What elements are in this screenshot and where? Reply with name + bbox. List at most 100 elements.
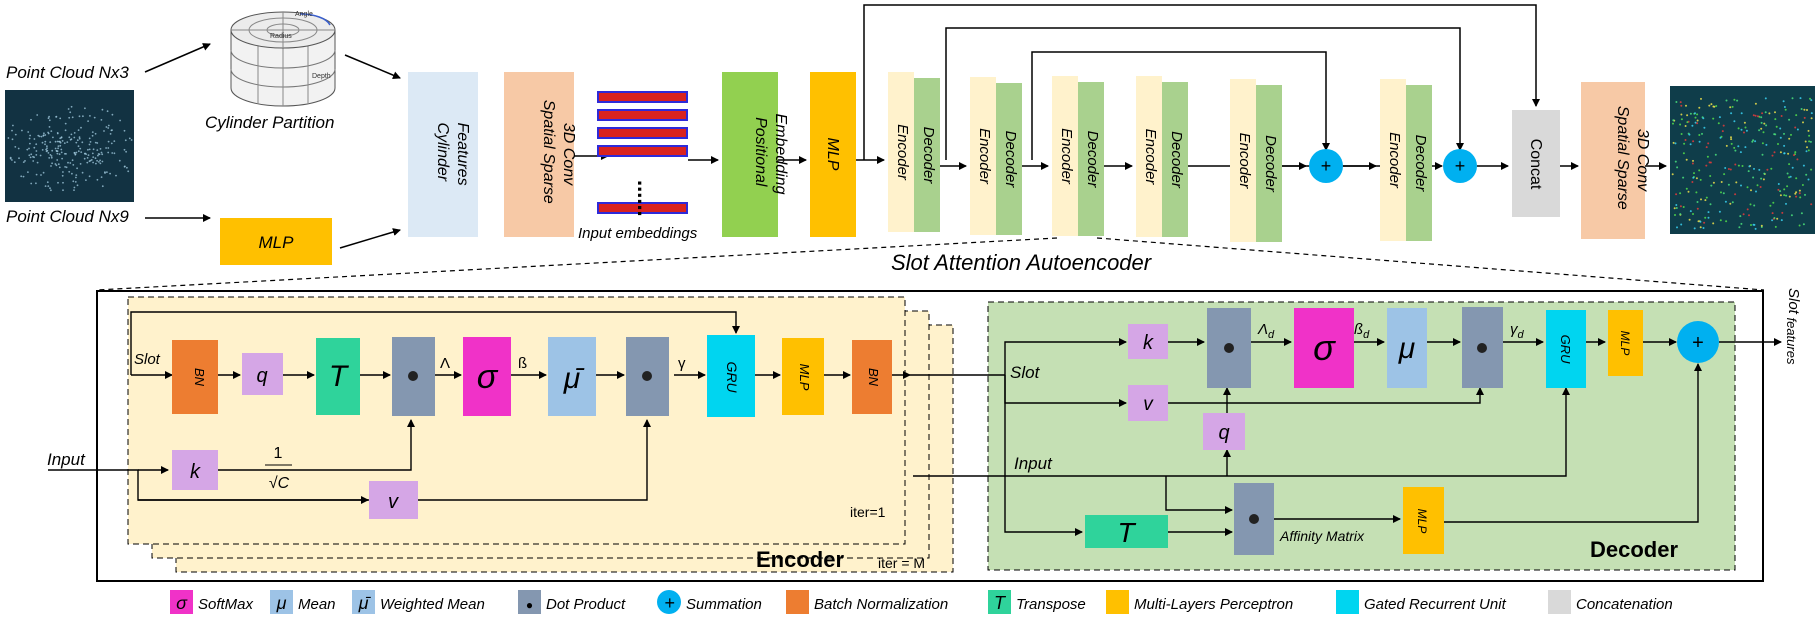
legend-swatch: [988, 590, 1011, 614]
decoder-block: [1162, 82, 1188, 237]
svg-text:k: k: [190, 461, 201, 483]
detail-frame: [96, 290, 1764, 582]
decoder-block: [1078, 82, 1104, 236]
enc-softmax: [463, 337, 511, 416]
dec-mlp-1: [1608, 310, 1643, 376]
iter-1-label: iter=1: [850, 504, 886, 520]
encoder-block: [1380, 79, 1406, 241]
svg-text:σ: σ: [477, 358, 499, 396]
legend-swatch: [270, 590, 293, 614]
sparse-conv-label: Spatial Sparse 3D Conv: [540, 100, 577, 209]
enc-query: [242, 353, 283, 395]
svg-text:μ̄: μ̄: [563, 362, 585, 395]
dec-softmax: [1294, 308, 1354, 388]
dec-mlp-2: [1403, 487, 1444, 554]
dec-beta: ßd: [1354, 321, 1370, 341]
decoder-block: [996, 83, 1022, 235]
sparse-conv-out-label: Spatial Sparse 3D Conv: [1614, 106, 1651, 215]
svg-text:+: +: [1692, 332, 1704, 354]
legend-label: Transpose: [1016, 596, 1086, 613]
dec-gamma: γd: [1510, 321, 1525, 341]
legend-symbol: T: [994, 593, 1007, 613]
svg-text:+: +: [1321, 156, 1332, 176]
sparse-conv-out-block: [1581, 82, 1645, 239]
decoder-title: Decoder: [1590, 537, 1678, 562]
decoder-block: [1406, 85, 1432, 241]
enc-gru: [707, 335, 755, 417]
point-cloud-nx3-label: Point Cloud Nx3: [6, 63, 129, 82]
svg-text:Depth: Depth: [312, 73, 331, 80]
legend-label: Batch Normalization: [814, 596, 948, 613]
concat-label: Concat: [1527, 139, 1544, 190]
enc-weighted-mean: [548, 337, 596, 416]
point-cloud-scatter: [7, 105, 133, 192]
encoder-block: [888, 72, 914, 232]
svg-text:BN: BN: [866, 368, 881, 387]
legend-swatch: [352, 590, 375, 614]
legend-symbol: ●: [526, 598, 533, 612]
dec-key: [1128, 324, 1168, 359]
embedding-token: [597, 202, 688, 214]
embedding-token: [597, 127, 688, 139]
legend-label: Multi-Layers Perceptron: [1134, 596, 1293, 613]
mlp-input-block: [220, 218, 332, 265]
legend-swatch: [786, 590, 809, 614]
svg-text:q: q: [256, 365, 267, 387]
svg-text:v: v: [1143, 394, 1154, 415]
legend-swatch: [657, 590, 681, 614]
enc-input-label: Input: [47, 450, 86, 469]
legend-swatch: [1336, 590, 1359, 614]
legend-swatch: [1548, 590, 1571, 614]
concat-block: [1512, 110, 1560, 217]
encoder-block: [970, 77, 996, 235]
embedding-token: [597, 91, 688, 103]
iter-m-label: iter = M: [878, 555, 925, 571]
dec-query: [1203, 413, 1245, 450]
decoder-block: [914, 78, 940, 232]
output-slot-features-label: Slot features: [1784, 288, 1802, 365]
svg-text:v: v: [388, 491, 399, 513]
encoder-title: Encoder: [756, 547, 844, 572]
svg-text:q: q: [1218, 422, 1229, 444]
svg-text:T: T: [329, 360, 350, 393]
summation-node-1: [1309, 149, 1343, 183]
encoder-panel: Encoder iter = M iter=1: [127, 296, 954, 573]
legend-swatch: [518, 590, 541, 614]
encoder-block: [1136, 76, 1162, 237]
encoder-label: Encoder: [894, 124, 911, 181]
encoder-label: Encoder: [976, 128, 993, 185]
svg-text:MLP: MLP: [1618, 331, 1632, 356]
dec-value: [1128, 385, 1168, 421]
enc-scale-num: 1: [274, 445, 283, 462]
svg-text:T: T: [1117, 517, 1136, 548]
enc-transpose: [316, 338, 360, 415]
encoder-label: Encoder: [1386, 132, 1403, 189]
svg-text:BN: BN: [192, 368, 207, 387]
legend-symbol: +: [664, 593, 675, 613]
decoder-label: Decoder: [1002, 131, 1019, 189]
decoder-label: Decoder: [1168, 131, 1185, 189]
enc-beta: ß: [518, 355, 527, 372]
svg-text:GRU: GRU: [1558, 335, 1573, 365]
embedding-token: [597, 145, 688, 157]
enc-value: [369, 481, 418, 519]
point-cloud-image: [5, 90, 134, 202]
dec-affinity-label: Affinity Matrix: [1279, 528, 1365, 544]
input-embeddings-label: Input embeddings: [578, 225, 698, 242]
dec-gru: [1546, 310, 1586, 388]
legend-label: SoftMax: [198, 596, 254, 613]
dec-mean: [1387, 308, 1427, 388]
svg-text:k: k: [1143, 332, 1154, 354]
svg-text:Radius: Radius: [270, 33, 292, 40]
cylinder-partition-figure: Angle Radius Depth: [230, 11, 336, 107]
cylinder-partition-label: Cylinder Partition: [205, 113, 334, 132]
svg-text:MLP: MLP: [1415, 509, 1429, 534]
enc-key: [172, 450, 218, 490]
mlp-pipeline-label: MLP: [824, 138, 841, 171]
encoder-block: [1230, 79, 1256, 242]
legend-label: Mean: [298, 596, 336, 613]
dec-lambda: Λd: [1257, 321, 1275, 341]
